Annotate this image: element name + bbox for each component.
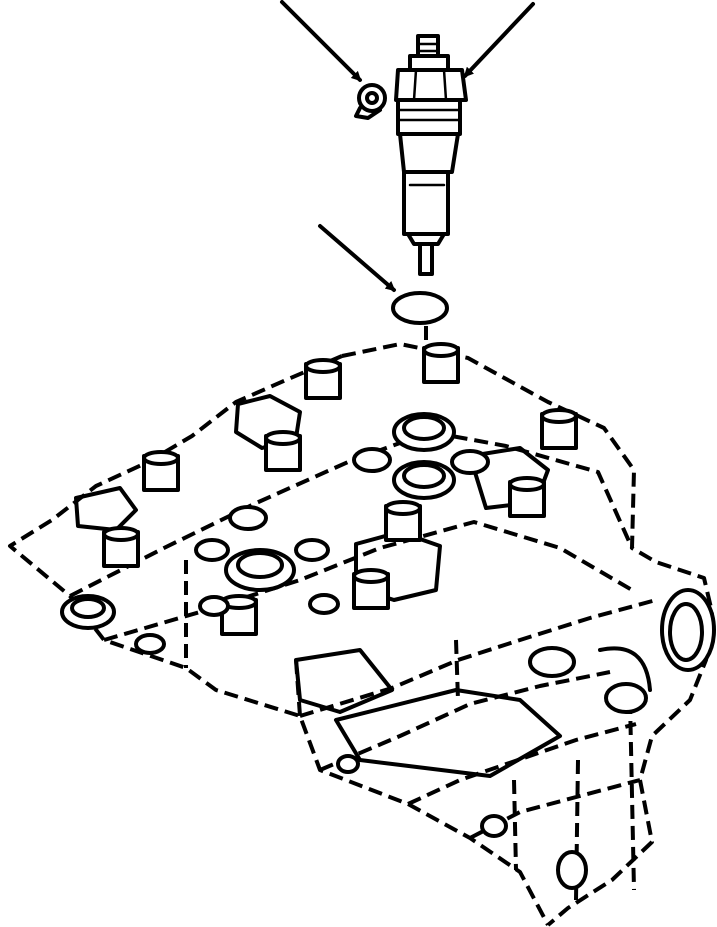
injector-bores [60, 412, 490, 655]
injector-bore [352, 447, 392, 473]
callout-arrow-washer [318, 224, 396, 292]
head-bolt [422, 342, 460, 384]
head-bolt [352, 568, 390, 610]
head-bolts [102, 342, 578, 636]
head-bolt [540, 408, 578, 450]
head-bolt [264, 430, 302, 472]
coolant-port [336, 588, 716, 890]
cylinder-head [8, 342, 714, 927]
head-bolt [102, 526, 140, 568]
injector-bore [392, 460, 456, 500]
injector-bore [294, 538, 330, 562]
injector-bore [392, 412, 456, 452]
injector-bore [60, 594, 116, 630]
head-bolt [508, 476, 546, 518]
sealing-washer [391, 291, 449, 325]
injector-bore [228, 505, 268, 531]
callout-arrows [280, 0, 535, 292]
head-bolt [304, 358, 342, 400]
fuel-injector [354, 34, 468, 276]
injector-bore [308, 593, 340, 615]
injector-bore [198, 595, 230, 617]
head-bolt [142, 450, 180, 492]
callout-arrow-nut [280, 0, 362, 82]
callout-arrow-injector [463, 2, 535, 78]
injector-bore [450, 449, 490, 475]
injector-bore [134, 633, 166, 655]
injector-bore [224, 548, 296, 592]
injector-bore [194, 538, 230, 562]
head-bolt [384, 500, 422, 542]
